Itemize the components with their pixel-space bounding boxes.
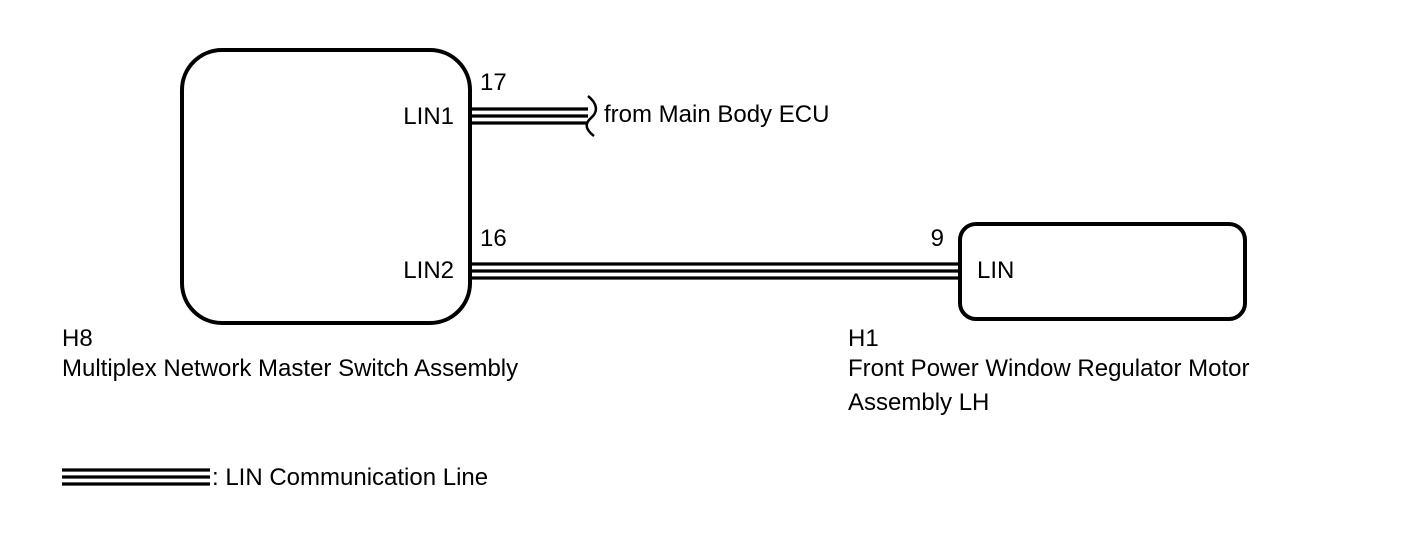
window-motor-name-line2: Assembly LH [848, 389, 989, 416]
lin1-communication-line [470, 107, 588, 125]
window-motor-name-line1: Front Power Window Regulator Motor [848, 355, 1249, 382]
master-switch-code: H8 [62, 325, 93, 352]
master-switch-name: Multiplex Network Master Switch Assembly [62, 355, 518, 382]
pin-number-lin: 9 [931, 225, 944, 252]
lin2-communication-line [470, 262, 960, 280]
window-motor-code: H1 [848, 325, 879, 352]
pin-number-lin1: 17 [480, 69, 507, 96]
pin-label-lin1: LIN1 [403, 103, 454, 130]
wire-break-icon [585, 95, 598, 137]
from-main-body-ecu-label: from Main Body ECU [604, 101, 829, 128]
legend-text: : LIN Communication Line [212, 464, 488, 491]
pin-label-lin: LIN [977, 257, 1014, 284]
pin-number-lin2: 16 [480, 225, 507, 252]
master-switch-box [180, 48, 472, 325]
pin-label-lin2: LIN2 [403, 257, 454, 284]
legend-line-sample [62, 468, 210, 486]
